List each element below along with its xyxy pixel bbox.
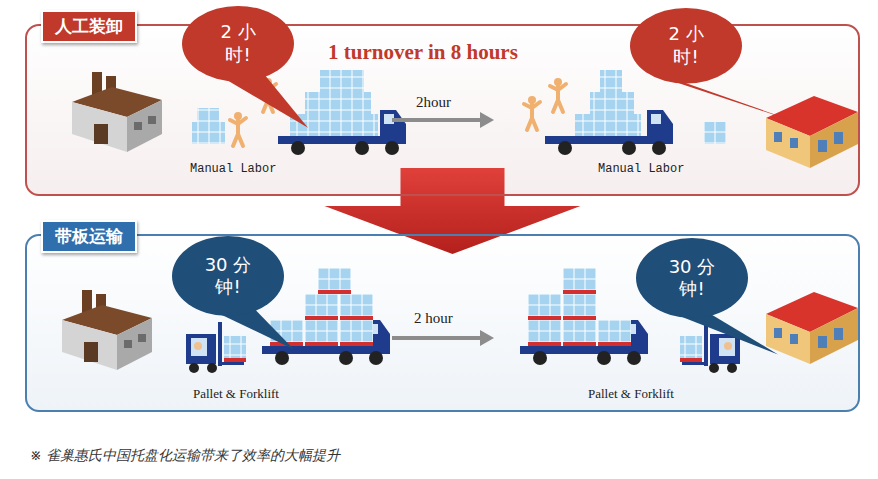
boxes bbox=[704, 122, 726, 144]
bubble-text: 2 小时! bbox=[656, 23, 716, 68]
time-arrow-head bbox=[480, 330, 494, 346]
diagram-label: 2 hour bbox=[414, 310, 453, 327]
time-arrow bbox=[392, 336, 482, 340]
speech-bubble: 30 分钟! bbox=[636, 238, 748, 318]
boxes bbox=[600, 70, 622, 92]
bubble-body bbox=[630, 8, 742, 84]
bubble-body bbox=[182, 6, 294, 82]
speech-bubble: 30 分钟! bbox=[172, 236, 284, 316]
boxes bbox=[192, 122, 225, 144]
bubble-body bbox=[636, 238, 748, 318]
bubble-tail bbox=[674, 314, 778, 355]
speech-bubble: 2 小时! bbox=[182, 6, 294, 82]
diagram-label: 1 turnover in 8 hours bbox=[328, 40, 518, 65]
bubble-text: 30 分钟! bbox=[662, 256, 722, 301]
diagram-label: Manual Labor bbox=[598, 162, 684, 176]
diagram-label: Pallet & Forklift bbox=[588, 386, 674, 402]
diagram-label: Pallet & Forklift bbox=[193, 386, 279, 402]
bubble-text: 2 小时! bbox=[208, 21, 268, 66]
bubble-body bbox=[172, 236, 284, 316]
diagram-label: 2hour bbox=[416, 94, 451, 111]
boxes bbox=[305, 92, 371, 114]
speech-bubble: 2 小时! bbox=[630, 8, 742, 84]
section-tab: 带板运输 bbox=[41, 220, 137, 253]
figure-caption: ※ 雀巢惠氏中国托盘化运输带来了效率的大幅提升 bbox=[30, 447, 340, 465]
bubble-text: 30 分钟! bbox=[198, 254, 258, 299]
section-tab: 人工装卸 bbox=[41, 10, 137, 43]
boxes bbox=[590, 92, 634, 114]
panel-fill bbox=[25, 234, 860, 412]
bubble-tail bbox=[224, 75, 308, 128]
block-arrow bbox=[325, 168, 581, 254]
boxes bbox=[320, 70, 364, 92]
time-arrow-head bbox=[480, 112, 494, 128]
boxes bbox=[575, 114, 641, 136]
boxes bbox=[197, 108, 219, 122]
boxes bbox=[290, 114, 378, 136]
time-arrow bbox=[392, 118, 482, 122]
bubble-tail bbox=[659, 77, 804, 125]
diagram-label: Manual Labor bbox=[190, 162, 276, 176]
